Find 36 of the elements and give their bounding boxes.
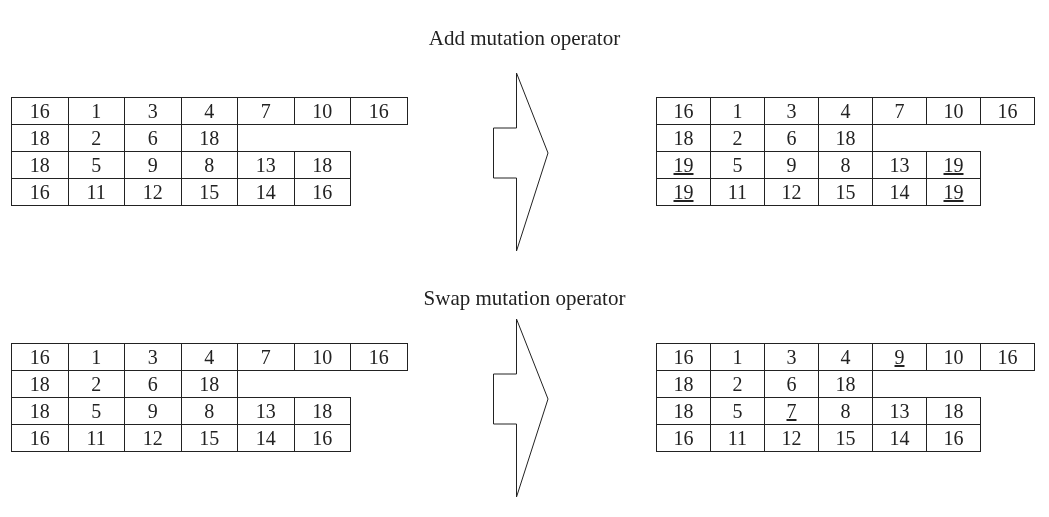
table-cell: 16	[11, 424, 69, 452]
table-cell: 19	[656, 178, 711, 206]
table-cell: 16	[11, 343, 69, 371]
table-cell: 19	[926, 151, 981, 179]
table-cell: 10	[926, 97, 981, 125]
table-cell: 10	[293, 97, 351, 125]
table-cell: 9	[872, 343, 927, 371]
table-cell: 16	[11, 97, 69, 125]
table-cell: 16	[656, 424, 711, 452]
heading: Swap mutation operator	[422, 286, 627, 311]
table-cell: 16	[350, 343, 408, 371]
number-table	[656, 343, 1034, 451]
block-arrow	[493, 318, 549, 498]
table-cell: 7	[872, 97, 927, 125]
table-cell: 16	[656, 97, 711, 125]
table-cell: 16	[293, 424, 351, 452]
number-table	[11, 343, 407, 451]
table-cell: 16	[293, 178, 351, 206]
table-cell: 16	[980, 343, 1035, 371]
table-cell: 19	[926, 178, 981, 206]
table-cell: 7	[237, 343, 295, 371]
block-arrow	[493, 72, 549, 252]
table-cell: 16	[350, 97, 408, 125]
table-cell: 16	[656, 343, 711, 371]
table-cell: 18	[293, 397, 351, 425]
table-cell: 10	[293, 343, 351, 371]
heading: Add mutation operator	[427, 26, 622, 51]
table-cell: 10	[926, 343, 981, 371]
table-cell: 18	[926, 397, 981, 425]
table-cell: 16	[926, 424, 981, 452]
number-table	[656, 97, 1034, 205]
table-cell: 18	[293, 151, 351, 179]
table-cell: 16	[980, 97, 1035, 125]
table-cell: 7	[237, 97, 295, 125]
table-cell: 16	[11, 178, 69, 206]
number-table	[11, 97, 407, 205]
